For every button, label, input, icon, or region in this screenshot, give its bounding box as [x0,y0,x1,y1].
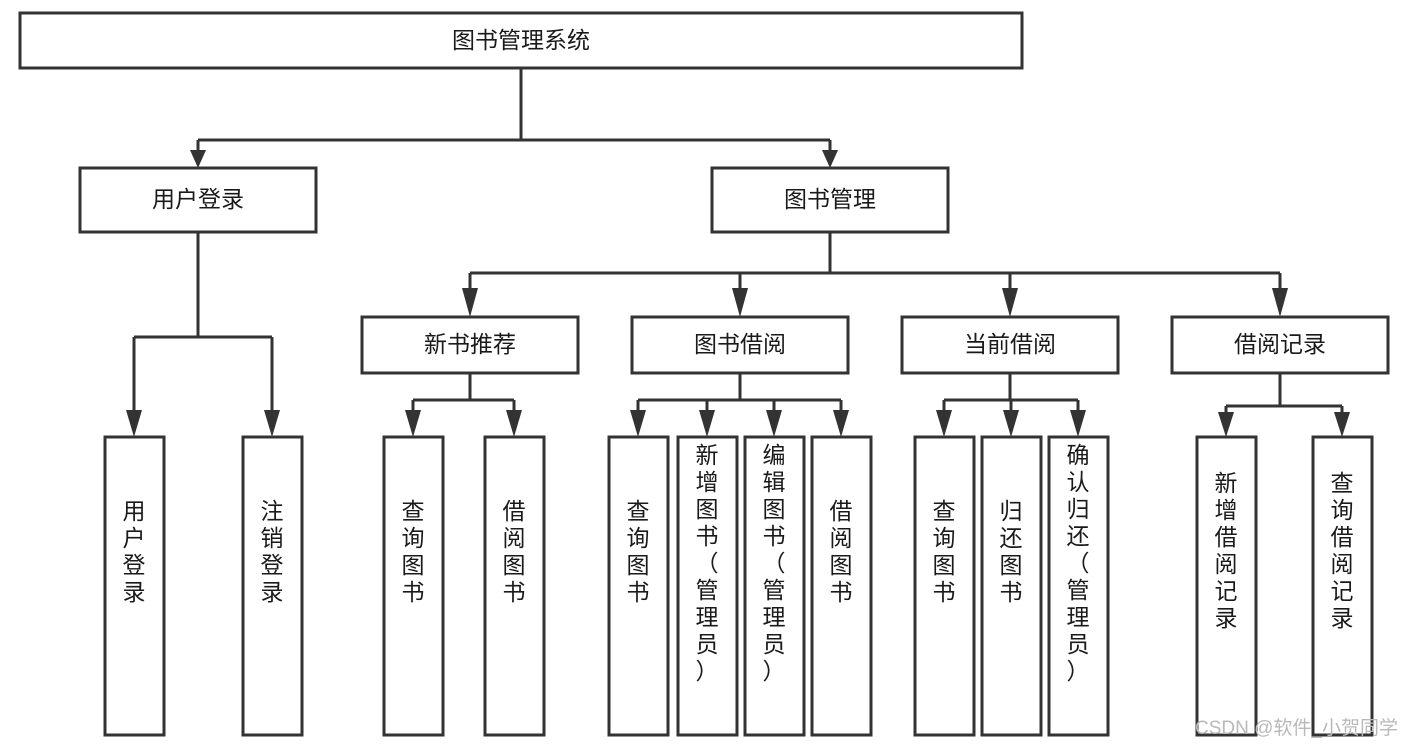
node-leaf-add-book-label: 新增图书（管理员） [696,442,719,684]
node-new-book-rec-box[interactable] [360,315,580,375]
node-borrow-record[interactable]: 借阅记录 [1170,315,1390,375]
node-book-manage-label: 图书管理 [784,186,876,212]
arrow-head-leaf-borrow-book-2 [833,410,849,437]
node-leaf-query-book-3-box[interactable] [913,435,976,737]
node-root[interactable]: 图书管理系统 [18,11,1024,70]
node-leaf-query-book-3-label: 查询图书 [933,498,956,605]
arrow-head-leaf-edit-book [766,410,782,437]
node-leaf-query-book-3[interactable]: 查询图书 [913,435,976,737]
node-leaf-borrow-book-1-box[interactable] [483,435,546,737]
node-book-borrow-box[interactable] [630,315,850,375]
node-leaf-add-record-box[interactable] [1195,435,1258,737]
node-leaf-add-record[interactable]: 新增借阅记录 [1195,435,1258,737]
node-current-borrow-label: 当前借阅 [964,331,1056,357]
node-user-login-label: 用户登录 [152,186,244,212]
node-leaf-return-book-label: 归还图书 [1000,498,1023,605]
node-root-label: 图书管理系统 [452,27,590,53]
connector-layer [126,68,1350,437]
node-leaf-add-book[interactable]: 新增图书（管理员） [676,435,739,737]
node-user-login[interactable]: 用户登录 [78,166,318,234]
node-leaf-borrow-book-1-label: 借阅图书 [503,498,526,605]
node-leaf-query-book-1-label: 查询图书 [402,498,425,605]
node-leaf-borrow-book-2[interactable]: 借阅图书 [810,435,873,737]
arrow-head-leaf-add-book [699,410,715,437]
arrow-head-leaf-query-book-1 [405,410,421,437]
node-leaf-query-record-box[interactable] [1311,435,1374,737]
node-leaf-query-book-2-box[interactable] [607,435,670,737]
node-new-book-rec-label: 新书推荐 [424,331,516,357]
node-current-borrow[interactable]: 当前借阅 [900,315,1120,375]
node-leaf-query-record[interactable]: 查询借阅记录 [1311,435,1374,737]
node-leaf-add-book-box[interactable] [676,435,739,737]
node-leaf-confirm-return-label: 确认归还（管理员） [1067,442,1090,684]
node-book-manage[interactable]: 图书管理 [710,166,950,234]
node-book-borrow[interactable]: 图书借阅 [630,315,850,375]
node-leaf-confirm-return-box[interactable] [1047,435,1110,737]
node-leaf-borrow-book-1[interactable]: 借阅图书 [483,435,546,737]
node-leaf-edit-book[interactable]: 编辑图书（管理员） [743,435,806,737]
arrow-head-leaf-query-book-2 [630,410,646,437]
arrow-head-current-borrow [1002,288,1018,317]
arrow-head-leaf-query-book-3 [936,410,952,437]
node-user-login-box[interactable] [78,166,318,234]
arrow-head-book-borrow [732,288,748,317]
arrow-head-leaf-logout [264,410,280,437]
node-leaf-edit-book-box[interactable] [743,435,806,737]
arrow-head-leaf-add-record [1218,412,1234,437]
arrow-head-book-manage [822,150,838,168]
node-leaf-logout-box[interactable] [241,435,304,737]
node-leaf-add-record-label: 新增借阅记录 [1215,470,1238,631]
node-leaf-edit-book-label: 编辑图书（管理员） [763,442,786,684]
node-leaf-logout-label: 注销登录 [261,498,284,605]
node-leaf-query-book-1[interactable]: 查询图书 [382,435,445,737]
node-borrow-record-box[interactable] [1170,315,1390,375]
node-leaf-user-login-box[interactable] [103,435,166,737]
arrow-head-leaf-return-book [1003,410,1019,437]
node-root-box[interactable] [18,11,1024,70]
node-leaf-borrow-book-2-label: 借阅图书 [830,498,853,605]
node-leaf-query-record-label: 查询借阅记录 [1331,470,1354,631]
node-leaf-return-book-box[interactable] [980,435,1043,737]
arrow-head-borrow-record [1272,288,1288,317]
node-borrow-record-label: 借阅记录 [1234,331,1326,357]
arrow-head-leaf-user-login [126,410,142,437]
node-book-manage-box[interactable] [710,166,950,234]
arrow-head-leaf-borrow-book-1 [506,410,522,437]
node-leaf-confirm-return[interactable]: 确认归还（管理员） [1047,435,1110,737]
node-leaf-query-book-2-label: 查询图书 [627,498,650,605]
node-leaf-logout[interactable]: 注销登录 [241,435,304,737]
node-book-borrow-label: 图书借阅 [694,331,786,357]
node-leaf-query-book-1-box[interactable] [382,435,445,737]
arrow-head-leaf-query-record [1334,412,1350,437]
node-leaf-borrow-book-2-box[interactable] [810,435,873,737]
node-leaf-return-book[interactable]: 归还图书 [980,435,1043,737]
node-leaf-query-book-2[interactable]: 查询图书 [607,435,670,737]
arrow-head-new-book-rec [462,288,478,317]
csdn-watermark: CSDN @软件_小贺同学 [1195,717,1398,739]
node-current-borrow-box[interactable] [900,315,1120,375]
arrow-head-user-login [190,150,206,168]
arrow-head-leaf-confirm-return [1070,410,1086,437]
node-new-book-rec[interactable]: 新书推荐 [360,315,580,375]
node-leaf-user-login-label: 用户登录 [123,498,146,605]
node-leaf-user-login[interactable]: 用户登录 [103,435,166,737]
